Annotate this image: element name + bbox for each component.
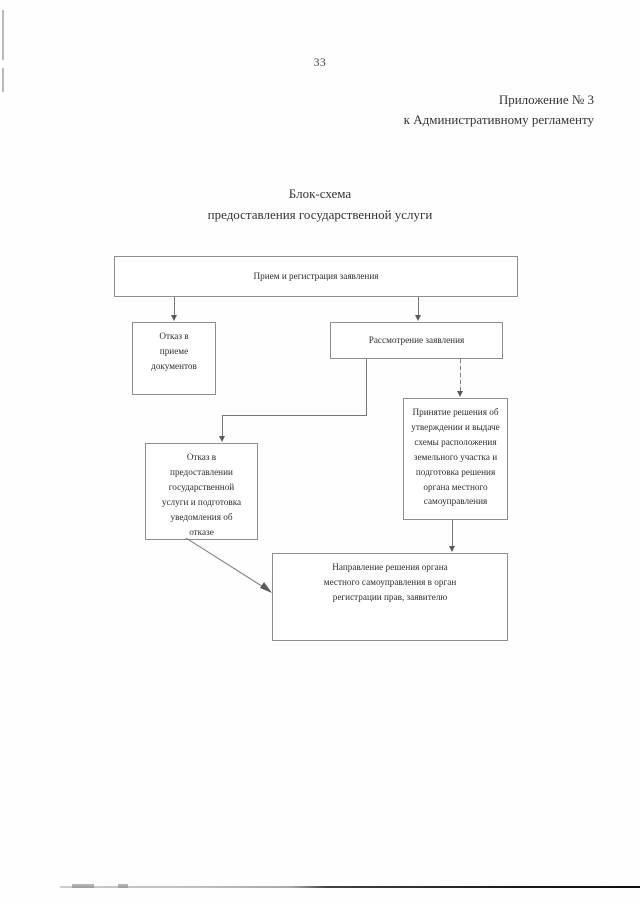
connector-intake-to-refuse-intake bbox=[174, 297, 175, 316]
arrowhead-refuse-service bbox=[218, 436, 225, 442]
scan-edge-artifact-bottom bbox=[2, 68, 4, 92]
connector-refuse-service-to-send bbox=[185, 537, 272, 593]
arrowhead-send-from-decision bbox=[448, 546, 455, 552]
flow-node-refuse-intake: Отказ в приеме документов bbox=[132, 322, 216, 395]
flow-node-refuse-service-label: Отказ в предоставлении государственной у… bbox=[161, 452, 242, 537]
flow-node-decision-label: Принятие решения об утверждении и выдаче… bbox=[411, 407, 500, 507]
scan-bottom-line bbox=[60, 886, 640, 888]
page-number: 33 bbox=[313, 57, 327, 69]
connector-intake-to-review bbox=[418, 297, 419, 316]
flow-node-review: Рассмотрение заявления bbox=[330, 322, 503, 359]
connector-review-to-decision bbox=[460, 359, 461, 392]
flow-node-review-label: Рассмотрение заявления bbox=[368, 335, 465, 346]
flow-node-send-decision-label: Направление решения органа местного само… bbox=[323, 562, 457, 602]
appendix-reference: Приложение № 3 к Административному регла… bbox=[0, 90, 594, 130]
connector-review-elbow-across bbox=[222, 415, 367, 416]
appendix-line-2: к Административному регламенту bbox=[403, 112, 594, 128]
page-title: Блок-схема предоставления государственно… bbox=[0, 184, 640, 226]
appendix-line-1: Приложение № 3 bbox=[498, 92, 594, 107]
page-title-line-1: Блок-схема bbox=[288, 186, 352, 201]
flow-node-refuse-intake-label: Отказ в приеме документов bbox=[151, 331, 197, 371]
connector-decision-to-send bbox=[452, 520, 453, 547]
arrowhead-refuse-intake bbox=[170, 315, 177, 321]
flow-node-refuse-service: Отказ в предоставлении государственной у… bbox=[145, 443, 258, 540]
page-title-line-2: предоставления государственной услуги bbox=[207, 206, 433, 222]
flow-node-intake-label: Прием и регистрация заявления bbox=[253, 271, 379, 282]
connector-review-elbow-down bbox=[366, 359, 367, 415]
flow-node-intake: Прием и регистрация заявления bbox=[114, 256, 518, 297]
connector-review-elbow-drop bbox=[222, 415, 223, 437]
scan-edge-artifact-top bbox=[2, 10, 4, 60]
arrowhead-review bbox=[414, 315, 421, 321]
flow-node-decision: Принятие решения об утверждении и выдаче… bbox=[403, 398, 508, 520]
flow-node-send-decision: Направление решения органа местного само… bbox=[272, 553, 508, 641]
arrowhead-decision bbox=[456, 391, 463, 397]
